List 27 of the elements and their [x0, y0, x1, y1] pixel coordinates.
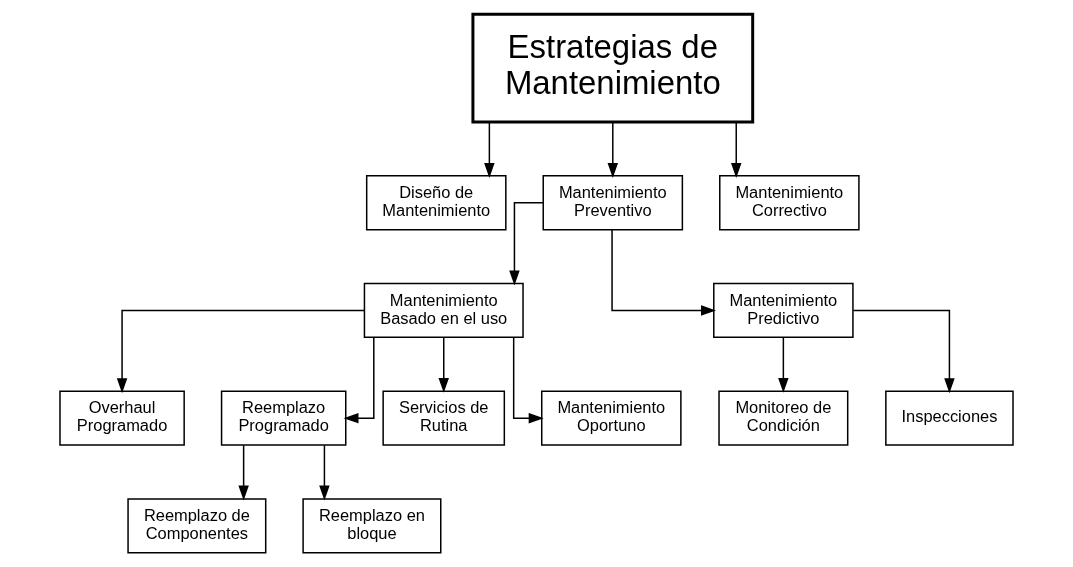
node-box: Estrategias de Mantenimiento: [471, 12, 755, 124]
arrow: [484, 121, 495, 178]
arrow: [343, 336, 375, 424]
arrow: [116, 309, 365, 394]
node-box: Mantenimiento Preventivo: [542, 175, 684, 231]
arrow: [611, 229, 716, 316]
arrow: [319, 444, 330, 501]
node-box: Diseño de Mantenimiento: [365, 175, 507, 231]
arrow: [778, 336, 789, 393]
arrow: [731, 121, 742, 178]
node-box: Mantenimiento Basado en el uso: [363, 282, 524, 339]
node-box: Mantenimiento Correctivo: [719, 175, 860, 231]
node-box: Reemplazo en bloque: [302, 498, 442, 554]
node-box: Reemplazo de Componentes: [127, 498, 267, 554]
node-box: Mantenimiento Oportuno: [541, 390, 682, 446]
arrow: [512, 336, 544, 424]
node-box: Overhaul Programado: [59, 390, 185, 446]
node-box: Mantenimiento Predictivo: [713, 282, 854, 339]
node-box: Inspecciones: [885, 390, 1014, 446]
node-box: Servicios de Rutina: [382, 390, 506, 446]
arrow: [852, 309, 955, 394]
arrow: [607, 121, 619, 178]
arrow: [238, 444, 249, 501]
arrow: [438, 336, 449, 393]
node-box: Reemplazo Programado: [220, 390, 347, 446]
arrow: [509, 201, 544, 286]
node-box: Monitoreo de Condición: [718, 390, 849, 446]
